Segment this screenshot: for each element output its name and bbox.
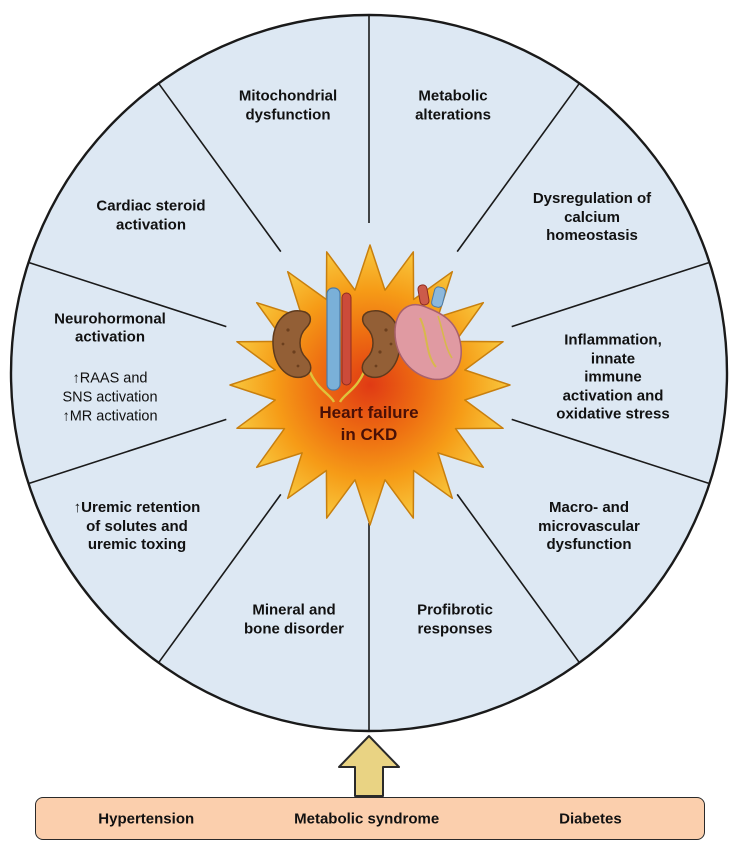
- segment-label-mineral-bone: Mineral and bone disorder: [243, 601, 345, 637]
- bar-item-metabolic-syndrome: Metabolic syndrome: [294, 810, 440, 827]
- segment-label-vascular-dysfunction: Macro- and microvascular dysfunction: [538, 499, 640, 554]
- divider-line: [511, 418, 709, 485]
- bottom-bar: Hypertension Metabolic syndrome Diabetes: [35, 797, 705, 840]
- bar-item-hypertension: Hypertension: [98, 810, 195, 827]
- segment-label-metabolic-alterations: Metabolic alterations: [415, 87, 491, 123]
- segment-label-profibrotic: Profibrotic responses: [417, 601, 493, 637]
- divider-line: [456, 493, 580, 663]
- heart-illustration: [394, 284, 462, 381]
- neurohormonal-title: Neurohormonal activation: [54, 309, 166, 346]
- neurohormonal-subtext: ↑RAAS and SNS activation ↑MR activation: [62, 370, 158, 425]
- up-arrow: [338, 735, 400, 797]
- segment-label-neurohormonal: Neurohormonal activation ↑RAAS and SNS a…: [54, 291, 166, 445]
- segment-label-mitochondrial-dysfunction: Mitochondrial dysfunction: [238, 87, 338, 123]
- segment-label-cardiac-steroid: Cardiac steroid activation: [96, 197, 206, 233]
- divider-line: [29, 418, 227, 485]
- divider-line: [456, 83, 580, 253]
- kidneys-illustration: [272, 287, 401, 403]
- segment-label-uremic-retention: ↑Uremic retention of solutes and uremic …: [73, 499, 201, 554]
- divider-line: [158, 83, 282, 253]
- divider-line: [29, 261, 227, 328]
- segment-label-inflammation: Inflammation, innate immune activation a…: [556, 331, 670, 423]
- center-title: Heart failure in CKD: [319, 402, 419, 444]
- divider-line: [158, 493, 282, 663]
- divider-line: [511, 261, 709, 328]
- sector-divider-lines: [29, 16, 709, 730]
- segment-label-dysregulation-calcium: Dysregulation of calcium homeostasis: [532, 190, 652, 245]
- bar-item-diabetes: Diabetes: [559, 810, 622, 827]
